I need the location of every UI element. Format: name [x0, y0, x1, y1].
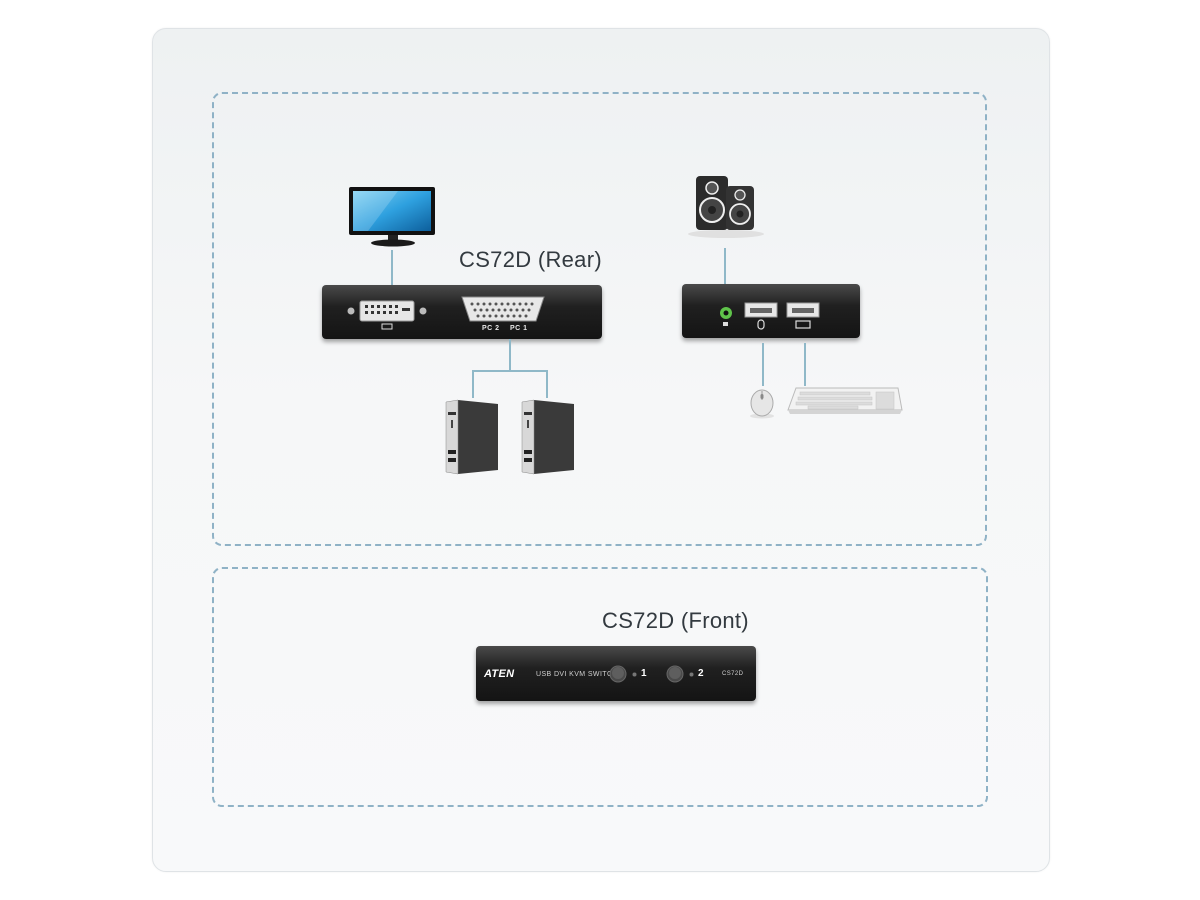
db-pc-port: [461, 296, 545, 322]
cs72d-rear-body: PC 2 PC 1: [322, 285, 602, 339]
port-1-button: [609, 665, 627, 683]
cs72d-front-body: ATEN USB DVI KVM SWITCH 1 2 CS72D: [476, 646, 756, 701]
mouse-icon: [750, 389, 774, 419]
port-1-label: 1: [641, 668, 647, 679]
monitor-cable: [391, 250, 393, 286]
port-1-led: [632, 672, 637, 677]
front-panel-frame: [212, 567, 988, 807]
pc-cable-split: [472, 370, 548, 372]
diagram-card: [152, 28, 1050, 872]
usb-mouse-port: [744, 302, 778, 330]
computer-tower-icon: [445, 399, 498, 475]
speaker-cable: [724, 248, 726, 284]
speakers-icon: [688, 176, 764, 238]
port-2-label: 2: [698, 668, 704, 679]
port-label-pc1: PC 1: [510, 325, 528, 332]
pc2-cable: [472, 370, 474, 398]
monitor-icon: [349, 187, 435, 247]
pc-cable-trunk: [509, 339, 511, 371]
computer-tower-icon: [521, 399, 574, 475]
front-title: CS72D (Front): [602, 608, 749, 633]
port-2-button: [666, 665, 684, 683]
cs72d-rear-console-body: [682, 284, 860, 338]
keyboard-icon: [787, 387, 903, 414]
keyboard-cable: [804, 343, 806, 386]
product-label: USB DVI KVM SWITCH: [536, 671, 618, 678]
aten-logo: ATEN: [484, 668, 515, 680]
dvi-port: [347, 300, 427, 330]
usb-keyboard-port: [786, 302, 820, 329]
port-label-pc2: PC 2: [482, 325, 500, 332]
pc1-cable: [546, 370, 548, 398]
audio-jack: [720, 307, 732, 326]
rear-title: CS72D (Rear): [459, 247, 602, 272]
port-2-led: [689, 672, 694, 677]
rear-panel-frame: [212, 92, 987, 546]
model-label: CS72D: [722, 671, 744, 677]
mouse-cable: [762, 343, 764, 386]
